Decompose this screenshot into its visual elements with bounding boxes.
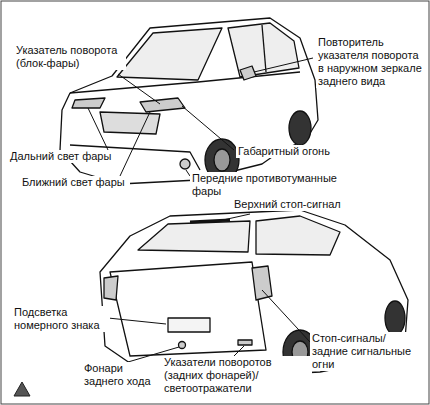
part-label: Передние противотуманные фары xyxy=(190,172,370,198)
headlight xyxy=(72,98,105,108)
part-label: Указатели поворотов (задних фонарей)/све… xyxy=(162,356,312,395)
leader-line xyxy=(118,74,160,104)
tail-light xyxy=(252,266,272,300)
part-label: Стоп-сигналы/ задние сигнальные огни xyxy=(310,332,422,371)
part-label: Габаритный огонь xyxy=(236,145,356,158)
side-window xyxy=(228,23,299,77)
part-label: Дальний свет фары xyxy=(8,150,118,163)
leader-line xyxy=(214,214,250,222)
headlight xyxy=(140,98,185,112)
wheel-hub xyxy=(214,149,230,171)
rear-window xyxy=(138,221,250,252)
tailgate xyxy=(110,262,266,356)
logo xyxy=(14,382,30,396)
reflector xyxy=(238,340,252,345)
part-label: Верхний стоп-сигнал xyxy=(232,198,362,211)
reverse-light xyxy=(179,342,186,349)
leader-line xyxy=(182,106,234,150)
part-label: Подсветка номерного знака xyxy=(12,306,110,332)
part-label: Ближний свет фары xyxy=(20,176,130,189)
leader-line xyxy=(262,290,310,342)
wheel xyxy=(385,301,405,335)
tail-light xyxy=(104,276,118,300)
number-plate xyxy=(168,318,210,332)
leader-line xyxy=(88,108,108,150)
leader-line xyxy=(254,58,313,72)
side-window xyxy=(256,216,340,255)
leader-line xyxy=(120,112,150,176)
part-label: Указатель поворота (блок-фары) xyxy=(14,44,126,70)
part-label: Повторитель указателя поворота в наружно… xyxy=(316,36,426,88)
mirror xyxy=(240,66,256,80)
wheel xyxy=(289,111,311,145)
leader-line xyxy=(108,318,166,324)
windshield xyxy=(117,28,222,80)
fog-light xyxy=(180,159,190,169)
grille xyxy=(100,112,160,134)
pillar xyxy=(262,25,266,72)
high-stop-light xyxy=(190,220,230,222)
hood-line xyxy=(70,72,300,93)
part-label: Фонари заднего хода xyxy=(82,362,162,388)
